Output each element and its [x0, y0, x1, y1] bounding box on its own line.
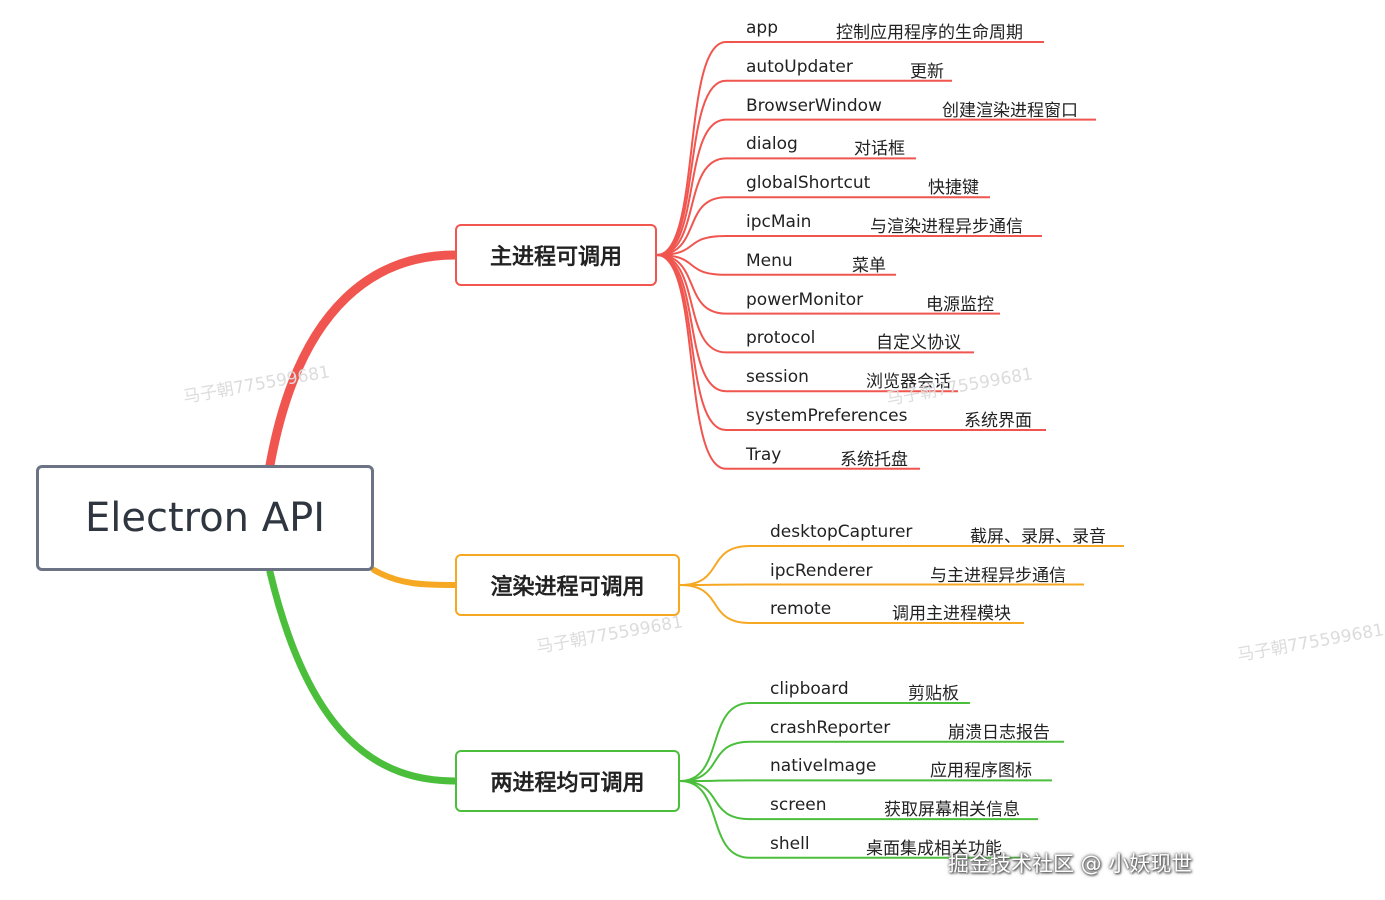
- leaf-node: globalShortcut 快捷键: [746, 167, 990, 203]
- leaf-node: Tray 系统托盘: [746, 439, 920, 475]
- leaf-connector: [656, 41, 1044, 256]
- leaf-description: 菜单: [852, 255, 886, 276]
- leaf-connector: [656, 157, 916, 256]
- leaf-api-name: session: [746, 367, 809, 388]
- leaf-api-name: Menu: [746, 250, 793, 271]
- connector-root-render: [371, 567, 458, 588]
- leaf-api-name: protocol: [746, 328, 816, 349]
- leaf-api-name: remote: [770, 599, 832, 619]
- leaf-description: 电源监控: [926, 294, 994, 315]
- leaf-connector: [679, 584, 1024, 624]
- leaf-api-name: powerMonitor: [746, 289, 864, 310]
- leaf-connectors: [656, 41, 1124, 859]
- leaf-api-name: BrowserWindow: [746, 95, 882, 116]
- leaf-api-name: app: [746, 18, 778, 38]
- mind-map-connectors: [265, 41, 1124, 859]
- leaf-connector: [656, 79, 952, 256]
- leaf-connector: [679, 545, 1124, 586]
- leaf-description: 浏览器会话: [866, 372, 951, 393]
- leaf-description: 快捷键: [928, 178, 979, 199]
- leaf-api-name: globalShortcut: [746, 173, 871, 194]
- leaf-connector: [656, 196, 990, 256]
- leaf-connector: [656, 254, 958, 393]
- leaf-connector: [656, 254, 974, 354]
- branch-both-processes: 两进程均可调用: [455, 750, 680, 812]
- leaf-node: app 控制应用程序的生命周期: [746, 12, 1044, 48]
- leaf-description: 与渲染进程异步通信: [870, 217, 1023, 237]
- leaf-node: nativeImage 应用程序图标: [770, 750, 1052, 786]
- leaf-connector: [656, 254, 920, 470]
- credit-label: 掘金技术社区 @ 小妖现世: [948, 852, 1193, 876]
- leaf-api-name: clipboard: [770, 679, 849, 699]
- leaf-node: shell 桌面集成相关功能: [770, 828, 1020, 864]
- leaf-api-name: screen: [770, 795, 827, 816]
- leaf-connector: [679, 779, 1052, 782]
- leaf-node: ipcMain 与渲染进程异步通信: [746, 206, 1042, 242]
- leaf-description: 对话框: [854, 139, 905, 160]
- leaf-description: 截屏、录屏、录音: [970, 527, 1106, 547]
- branch-main-process: 主进程可调用: [455, 224, 657, 286]
- leaf-connector: [679, 780, 1020, 859]
- leaf-node: BrowserWindow 创建渲染进程窗口: [746, 90, 1096, 126]
- leaf-connector: [656, 254, 896, 276]
- leaf-connector: [679, 583, 1084, 586]
- leaf-node: desktopCapturer 截屏、录屏、录音: [770, 516, 1124, 552]
- leaf-description: 应用程序图标: [930, 761, 1032, 782]
- leaf-connector: [679, 780, 1038, 821]
- root-node: Electron API: [36, 465, 374, 571]
- leaf-api-name: dialog: [746, 134, 798, 155]
- leaf-description: 更新: [910, 61, 944, 82]
- leaf-api-name: ipcMain: [746, 212, 812, 232]
- leaf-description: 控制应用程序的生命周期: [836, 23, 1023, 43]
- leaf-api-name: autoUpdater: [746, 56, 853, 77]
- branch-renderer-process: 渲染进程可调用: [455, 554, 680, 616]
- leaf-node: autoUpdater 更新: [746, 51, 952, 87]
- leaf-node: powerMonitor 电源监控: [746, 284, 1000, 320]
- leaf-connector: [656, 254, 1000, 315]
- leaf-description: 调用主进程模块: [892, 604, 1011, 624]
- leaf-node: remote 调用主进程模块: [770, 593, 1024, 629]
- leaf-connector: [679, 702, 970, 782]
- leaf-node: ipcRenderer 与主进程异步通信: [770, 555, 1084, 591]
- leaf-description: 系统托盘: [840, 449, 908, 470]
- connector-root-both: [266, 568, 459, 785]
- leaf-api-name: shell: [770, 833, 810, 854]
- leaf-node: systemPreferences 系统界面: [746, 400, 1046, 436]
- leaf-description: 剪贴板: [908, 684, 959, 704]
- leaf-description: 桌面集成相关功能: [866, 838, 1002, 859]
- leaf-description: 自定义协议: [876, 333, 961, 354]
- connector-root-main: [265, 250, 460, 470]
- leaf-connector: [679, 740, 1064, 782]
- leaf-description: 系统界面: [964, 411, 1032, 431]
- leaf-connector: [656, 235, 1042, 256]
- leaf-description: 与主进程异步通信: [930, 565, 1066, 586]
- leaf-api-name: nativeImage: [770, 756, 877, 777]
- leaf-api-name: crashReporter: [770, 717, 891, 738]
- leaf-node: Menu 菜单: [746, 245, 896, 281]
- leaf-description: 获取屏幕相关信息: [884, 800, 1020, 821]
- leaf-api-name: ipcRenderer: [770, 560, 873, 581]
- leaf-api-name: Tray: [746, 444, 782, 465]
- leaf-api-name: systemPreferences: [746, 406, 908, 426]
- leaf-description: 崩溃日志报告: [948, 722, 1050, 743]
- leaf-node: clipboard 剪贴板: [770, 673, 970, 709]
- leaf-node: screen 获取屏幕相关信息: [770, 789, 1038, 825]
- leaf-node: dialog 对话框: [746, 128, 916, 164]
- leaf-api-name: desktopCapturer: [770, 522, 913, 542]
- leaf-connector: [656, 118, 1096, 256]
- leaf-node: protocol 自定义协议: [746, 322, 974, 358]
- leaf-node: session 浏览器会话: [746, 361, 958, 397]
- leaf-node: crashReporter 崩溃日志报告: [770, 712, 1064, 748]
- leaf-description: 创建渲染进程窗口: [942, 100, 1078, 121]
